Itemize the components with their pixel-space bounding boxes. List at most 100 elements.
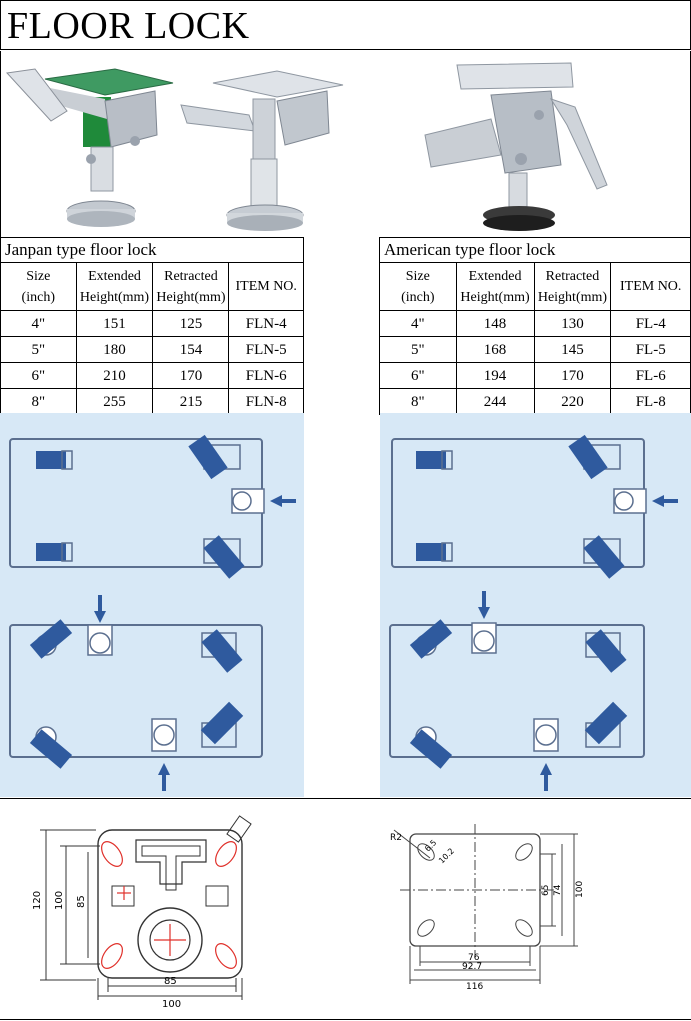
- size-cell: 8": [379, 388, 457, 415]
- dim-hole-width: 85: [164, 976, 177, 987]
- extended-cell: 148: [455, 310, 535, 337]
- japan-mount-plate-svg: 120 100 85 85 100: [32, 815, 252, 1010]
- table-row: 6" 210 170 FLN-6: [0, 362, 304, 389]
- dim-overall-height: 100: [575, 881, 585, 898]
- size-cell: 5": [379, 336, 457, 363]
- size-cell: 5": [0, 336, 77, 363]
- size-cell: 6": [379, 362, 457, 389]
- wheel-icon: [29, 726, 73, 769]
- divider: [0, 798, 691, 799]
- item-cell: FLN-4: [228, 310, 304, 337]
- japan-floor-lock-silver-photo: [180, 70, 344, 231]
- floor-lock-icon: [471, 622, 497, 654]
- item-cell: FLN-6: [228, 362, 304, 389]
- american-caster-layout-svg: [389, 434, 678, 791]
- japan-caster-layout-svg: [9, 434, 296, 791]
- dim-slot-a: 6.5: [423, 838, 438, 853]
- size-cell: 4": [0, 310, 77, 337]
- floor-lock-icon: [151, 718, 177, 752]
- item-header: ITEM NO.: [228, 262, 304, 311]
- retracted-cell: 125: [152, 310, 230, 337]
- table-row: 6" 194 170 FL-6: [379, 362, 691, 389]
- wheel-icon: [409, 726, 453, 769]
- divider: [0, 1019, 691, 1020]
- american-floor-lock-photo: [424, 62, 608, 231]
- wheel-icon: [583, 535, 625, 579]
- dim-overall-width: 116: [466, 982, 483, 992]
- wheel-icon: [585, 629, 627, 673]
- japan-floor-lock-green-photo: [5, 68, 174, 227]
- arrow-up-icon: [158, 763, 170, 791]
- dim-mid-width: 92.7: [462, 962, 482, 972]
- table-row: 4" 151 125 FLN-4: [0, 310, 304, 337]
- item-cell: FL-6: [610, 362, 691, 389]
- retracted-cell: 170: [533, 362, 612, 389]
- extended-cell: 168: [455, 336, 535, 363]
- wheel-icon: [200, 701, 244, 748]
- japan-spec-table: Janpan type floor lock Size(inch) Extend…: [0, 237, 304, 415]
- retracted-cell: 215: [152, 388, 230, 415]
- american-spec-table: American type floor lock Size(inch) Exte…: [379, 237, 691, 415]
- arrow-left-icon: [652, 495, 678, 507]
- retracted-cell: 170: [152, 362, 230, 389]
- wheel-icon: [416, 542, 453, 562]
- item-header: ITEM NO.: [610, 262, 691, 311]
- table-row: 5" 168 145 FL-5: [379, 336, 691, 363]
- arrow-left-icon: [270, 495, 296, 507]
- wheel-icon: [188, 434, 241, 480]
- wheel-icon: [29, 619, 73, 659]
- wheel-icon: [409, 619, 453, 659]
- dim-radius: R2: [390, 833, 402, 843]
- extended-cell: 255: [75, 388, 154, 415]
- arrow-down-icon: [94, 595, 106, 623]
- size-header: Size(inch): [0, 262, 77, 311]
- floor-lock-icon: [87, 624, 113, 656]
- table-row: 4" 148 130 FL-4: [379, 310, 691, 337]
- wheel-icon: [201, 629, 243, 673]
- american-layout-diagram: [380, 413, 691, 797]
- dim-overall-height: 120: [32, 891, 43, 910]
- title-bar: FLOOR LOCK: [0, 0, 691, 50]
- floor-lock-icon: [533, 718, 559, 752]
- extended-cell: 180: [75, 336, 154, 363]
- page-title: FLOOR LOCK: [7, 5, 250, 47]
- table-row: 8" 244 220 FL-8: [379, 388, 691, 415]
- retracted-cell: 145: [533, 336, 612, 363]
- item-cell: FL-4: [610, 310, 691, 337]
- wheel-icon: [568, 434, 621, 480]
- japan-technical-drawing: 120 100 85 85 100: [0, 800, 304, 1018]
- retracted-cell: 220: [533, 388, 612, 415]
- retracted-cell: 130: [533, 310, 612, 337]
- japan-layout-diagram: [0, 413, 304, 797]
- floor-lock-icon: [613, 488, 647, 514]
- extended-cell: 151: [75, 310, 154, 337]
- wheel-icon: [36, 450, 73, 470]
- american-table-title: American type floor lock: [379, 237, 691, 263]
- dim-inner-height: 100: [54, 891, 65, 910]
- item-cell: FL-5: [610, 336, 691, 363]
- wheel-icon: [36, 542, 73, 562]
- dim-hole-width: 76: [468, 953, 480, 963]
- american-mount-plate-svg: R2 6.5 10.2 76 92.7 116 65 74 100: [390, 824, 585, 992]
- extended-cell: 244: [455, 388, 535, 415]
- retracted-cell: 154: [152, 336, 230, 363]
- table-row: 5" 180 154 FLN-5: [0, 336, 304, 363]
- size-cell: 8": [0, 388, 77, 415]
- item-cell: FLN-8: [228, 388, 304, 415]
- floor-lock-icon: [231, 488, 265, 514]
- size-header: Size(inch): [379, 262, 457, 311]
- wheel-icon: [416, 450, 453, 470]
- extended-cell: 194: [455, 362, 535, 389]
- size-cell: 6": [0, 362, 77, 389]
- arrow-up-icon: [540, 763, 552, 791]
- product-photo-row: [0, 51, 691, 237]
- item-cell: FL-8: [610, 388, 691, 415]
- size-cell: 4": [379, 310, 457, 337]
- item-cell: FLN-5: [228, 336, 304, 363]
- wheel-icon: [203, 535, 245, 579]
- american-technical-drawing: R2 6.5 10.2 76 92.7 116 65 74 100: [380, 800, 691, 1018]
- extended-cell: 210: [75, 362, 154, 389]
